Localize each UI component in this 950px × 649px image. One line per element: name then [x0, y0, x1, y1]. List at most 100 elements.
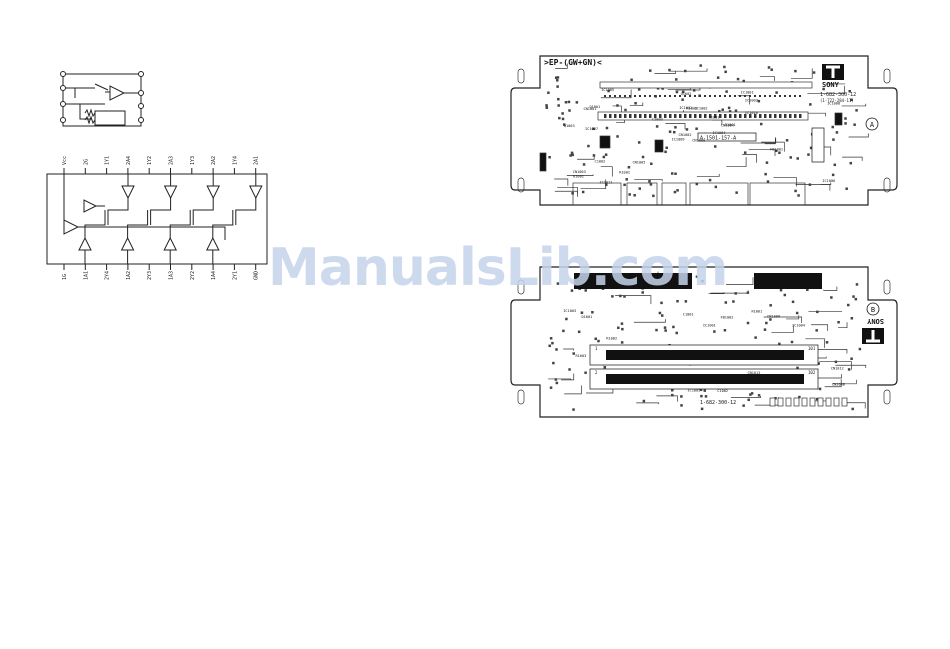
pcb-pad — [832, 174, 835, 177]
connector-pin — [704, 114, 707, 118]
pcb-pad — [571, 192, 574, 195]
pcb-pad — [754, 336, 757, 339]
ic-wire — [85, 210, 105, 264]
board-b-part-number: 1-682-300-12 — [700, 400, 736, 406]
connector-pin — [784, 95, 786, 97]
pcb-pad — [850, 357, 853, 360]
mounting-hole — [884, 280, 890, 294]
pcb-pad — [584, 371, 587, 374]
component-label: D1001 — [581, 315, 592, 319]
edge-pad — [818, 398, 823, 406]
circuit-pin — [61, 118, 66, 123]
board-a-title: >EP-(GW+GN)< — [544, 58, 602, 67]
pcb-pad — [850, 162, 853, 165]
pcb-pad — [628, 166, 631, 169]
component-label: Q1002 — [681, 92, 692, 96]
component-label: R1002 — [606, 337, 617, 341]
pcb-pad — [816, 311, 819, 314]
connector-pin — [699, 114, 702, 118]
pcb-pad — [737, 78, 740, 81]
pcb-pad — [834, 164, 837, 167]
pcb-pad — [832, 138, 835, 141]
ic-wire — [193, 174, 213, 225]
connector-pin — [684, 114, 687, 118]
edge-pad — [778, 398, 783, 406]
connector-pin — [649, 95, 651, 97]
ic-enable-buffer — [64, 220, 78, 234]
pcb-pad — [603, 156, 606, 159]
connector-pin — [604, 114, 607, 118]
connector-pin — [794, 114, 797, 118]
pcb-pad — [844, 122, 847, 125]
pcb-pad — [813, 71, 816, 74]
ic-pin-bottom-label: 2Y1 — [232, 271, 238, 280]
pcb-pad — [765, 322, 768, 325]
pcb-pad — [713, 330, 716, 333]
pcb-pad — [847, 304, 850, 307]
pcb-pad — [673, 131, 676, 134]
edge-pad — [802, 398, 807, 406]
pcb-pad — [583, 163, 586, 166]
pcb-pad — [648, 180, 651, 183]
component-label: IC1007 — [585, 127, 598, 131]
pcb-pad — [809, 183, 812, 186]
component-label: FB1001 — [770, 148, 783, 152]
mounting-hole — [518, 69, 524, 83]
connector-pin — [784, 114, 787, 118]
pcb-pad — [606, 127, 609, 130]
pcb-pad — [699, 64, 702, 67]
pcb-pad — [660, 302, 663, 305]
pcb-pad — [638, 187, 641, 190]
connector-pin — [774, 95, 776, 97]
pcb-pad — [638, 88, 641, 91]
pcb-pad — [852, 295, 855, 298]
ic-buffer-upper — [122, 186, 134, 198]
connector-pin — [769, 95, 771, 97]
connector-pin — [739, 95, 741, 97]
pcb-pad — [668, 69, 671, 72]
pcb-pad — [747, 291, 750, 294]
connector-pin — [789, 95, 791, 97]
pcb-pad — [784, 294, 787, 297]
pcb-pad — [851, 408, 854, 411]
connector-pin — [789, 114, 792, 118]
pcb-pad — [780, 289, 783, 292]
component-label: Q1001 — [753, 351, 764, 355]
pcb-pad — [621, 322, 624, 325]
pcb-pad — [848, 368, 851, 371]
pcb-pad — [552, 362, 555, 365]
ic-pin-bottom-label: 1A1 — [83, 271, 89, 280]
pcb-pad — [616, 104, 619, 107]
ic-pin-bottom-label: 1A4 — [211, 271, 217, 280]
pcb-pad — [794, 190, 797, 193]
pcb-pad — [669, 130, 672, 133]
card-slot-upper-body — [606, 350, 804, 360]
connector-pin — [669, 95, 671, 97]
pcb-pad — [686, 128, 689, 131]
pcb-pad — [555, 348, 558, 351]
component-label: IC1004 — [713, 131, 726, 135]
pcb-pad — [851, 317, 854, 320]
connector-pin — [754, 95, 756, 97]
ic-wire — [151, 174, 171, 225]
pcb-pad — [767, 180, 770, 183]
connector-pin — [774, 114, 777, 118]
pcb-pad — [634, 102, 637, 105]
pcb-pad — [656, 125, 659, 128]
component-label: IC1005 — [601, 88, 614, 92]
ic-pin-bottom-label: 1G — [62, 274, 68, 280]
pcb-pad — [548, 345, 551, 348]
pcb-pad — [587, 145, 590, 148]
pcb-pad — [758, 394, 761, 397]
pcb-pad — [562, 330, 565, 333]
ic-pin-top-label: Vcc — [62, 156, 68, 165]
pcb-pad — [623, 184, 626, 187]
pcb-pad — [548, 156, 551, 159]
pcb-pad — [819, 388, 822, 391]
ic-pin-bottom-label: 2Y3 — [147, 271, 153, 280]
pcb-pad — [671, 394, 674, 397]
watermark: ManualsLib.com — [268, 238, 727, 298]
pcb-pad — [633, 194, 636, 197]
